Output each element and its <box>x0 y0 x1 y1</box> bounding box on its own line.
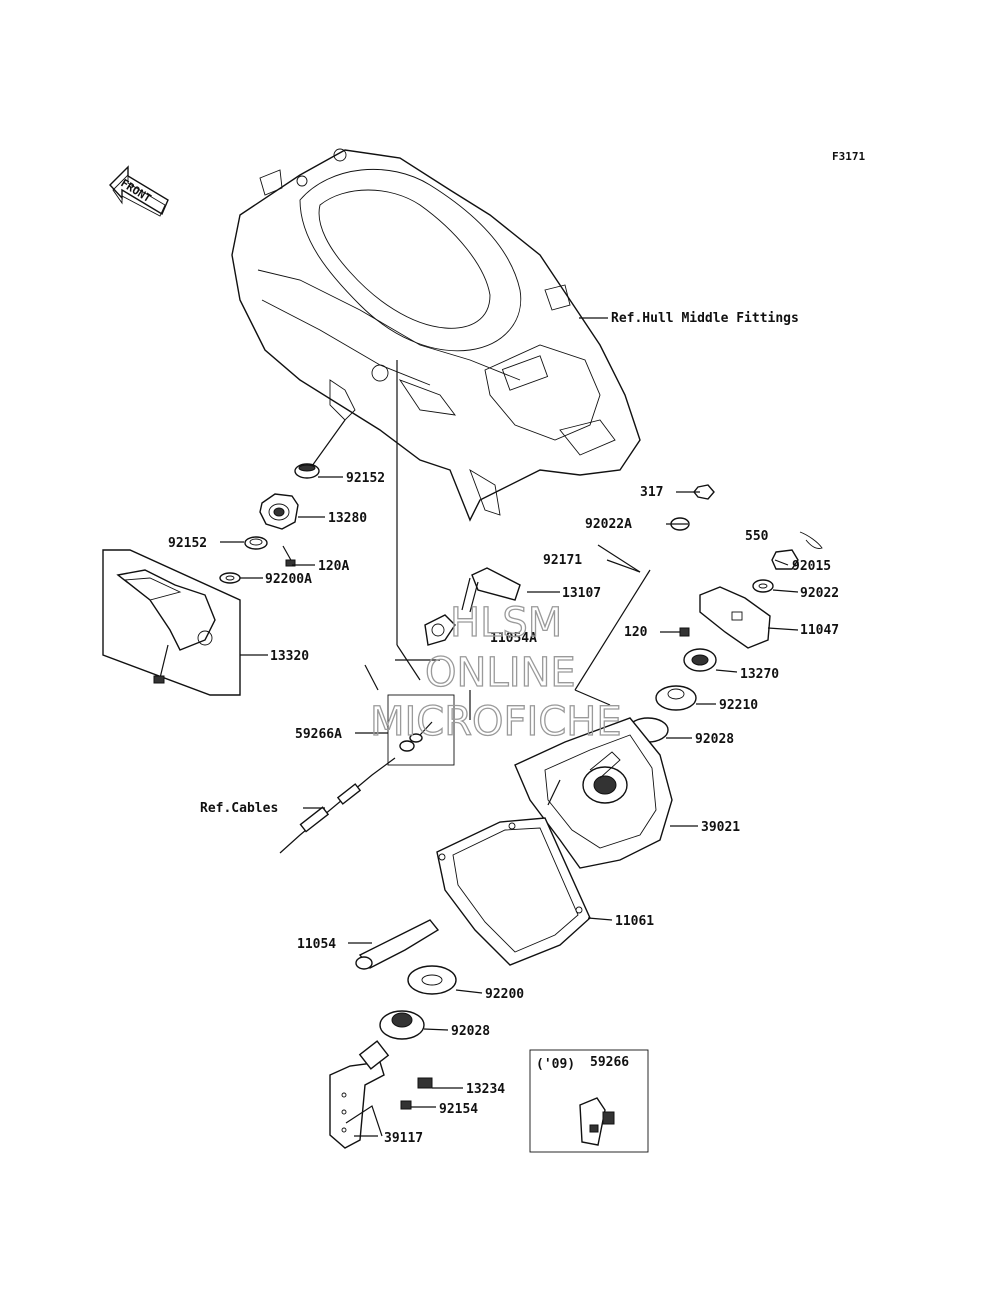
bolt-13234 <box>417 1077 433 1089</box>
part-label-39117: 39117 <box>384 1131 423 1146</box>
inset-part-label: 59266 <box>590 1055 629 1070</box>
seal-11054 <box>355 919 440 970</box>
part-label-13107: 13107 <box>562 586 601 601</box>
washer-92022 <box>752 579 774 593</box>
seal-11054A <box>424 614 456 646</box>
washer-92200A <box>219 572 241 584</box>
part-label-550: 550 <box>745 529 769 544</box>
washer-92200 <box>407 965 457 995</box>
hull-middle-fittings <box>231 148 641 522</box>
grommet-92152-lower <box>244 536 268 550</box>
part-labels: 92152 13280 92152 120A 92200A 13320 59266A 317 9… <box>168 471 839 1146</box>
part-label-120a: 120A <box>318 559 349 574</box>
cover-13320-box <box>102 549 241 696</box>
front-arrow-icon <box>109 165 169 217</box>
part-label-13320: 13320 <box>270 649 309 664</box>
part-label-11054a: 11054A <box>490 631 537 646</box>
ref-cables-part <box>279 757 396 854</box>
part-label-13234: 13234 <box>466 1082 505 1097</box>
plate-13270 <box>683 648 717 672</box>
part-label-120: 120 <box>624 625 648 640</box>
bracket-13280 <box>259 493 299 530</box>
part-label-11047: 11047 <box>800 623 839 638</box>
part-label-92210: 92210 <box>719 698 758 713</box>
part-label-92154: 92154 <box>439 1102 478 1117</box>
bolt-120A <box>282 545 296 567</box>
part-label-92152: 92152 <box>346 471 385 486</box>
watermark-line1: HLSM <box>450 600 562 646</box>
part-label-92028: 92028 <box>695 732 734 747</box>
screw-92154 <box>400 1100 412 1110</box>
castle-nut-92015 <box>771 549 799 570</box>
part-label-92028: 92028 <box>451 1024 490 1039</box>
cotter-pin-550 <box>799 531 823 549</box>
ref-cables-label: Ref.Cables <box>200 801 278 816</box>
steering-arm-39117 <box>329 1040 390 1149</box>
bushing-92028-lower <box>379 1010 425 1040</box>
inset-year-label: ('09) <box>536 1057 575 1072</box>
part-label-11061: 11061 <box>615 914 654 929</box>
part-label-92171: 92171 <box>543 553 582 568</box>
part-label-59266a: 59266A <box>295 727 342 742</box>
part-label-92200: 92200 <box>485 987 524 1002</box>
joint-59266A-box <box>387 694 455 766</box>
inset-box <box>529 1049 649 1153</box>
part-label-92200a: 92200A <box>265 572 312 587</box>
ref-hull-label: Ref.Hull Middle Fittings <box>611 311 799 326</box>
watermark-line3: MICROFICHE <box>370 699 622 745</box>
gasket-11061 <box>436 817 591 966</box>
part-label-13280: 13280 <box>328 511 367 526</box>
grommet-92152-upper <box>294 463 320 479</box>
part-label-92022: 92022 <box>800 586 839 601</box>
lever-13107 <box>461 567 521 613</box>
bracket-11047 <box>699 586 771 649</box>
part-label-317: 317 <box>640 485 663 500</box>
watermark-line2: ONLINE <box>425 650 576 696</box>
part-label-92152: 92152 <box>168 536 207 551</box>
bolt-120 <box>679 627 690 637</box>
part-label-11054: 11054 <box>297 937 336 952</box>
part-label-39021: 39021 <box>701 820 740 835</box>
part-label-92022a: 92022A <box>585 517 632 532</box>
part-label-92015: 92015 <box>792 559 831 574</box>
bolt-92171 <box>597 544 641 573</box>
part-label-13270: 13270 <box>740 667 779 682</box>
leader-lines <box>220 317 799 1137</box>
bushing-92210 <box>655 685 697 711</box>
figure-code: F3171 <box>832 150 865 163</box>
steering-plate-39021 <box>514 717 673 869</box>
